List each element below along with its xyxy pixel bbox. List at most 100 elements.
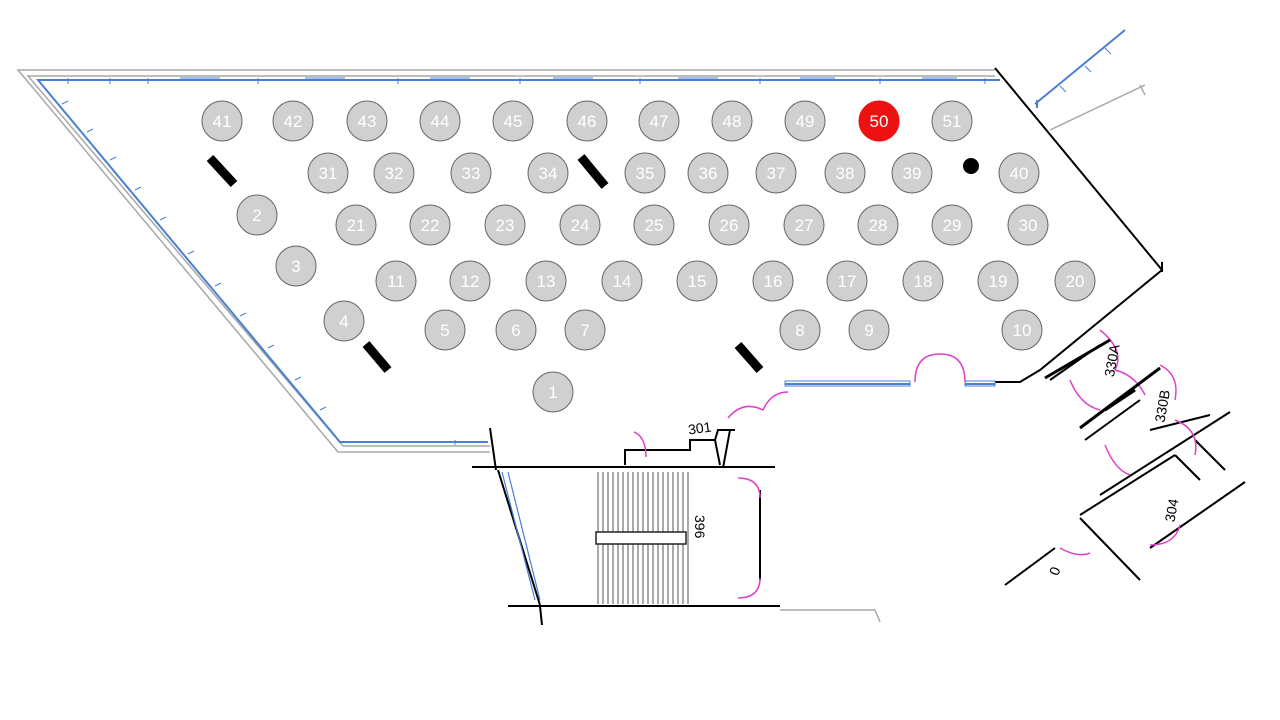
table-marker[interactable]: 35 (624, 152, 666, 194)
table-circle (1054, 260, 1096, 302)
table-marker[interactable]: 8 (779, 309, 821, 351)
table-circle (784, 100, 826, 142)
table-marker[interactable]: 20 (1054, 260, 1096, 302)
table-number: 35 (636, 164, 655, 183)
table-marker[interactable]: 25 (633, 204, 675, 246)
table-marker[interactable]: 36 (687, 152, 729, 194)
table-number: 2 (252, 206, 261, 225)
table-marker[interactable]: 22 (409, 204, 451, 246)
table-circle (624, 152, 666, 194)
table-marker[interactable]: 5 (424, 309, 466, 351)
table-marker[interactable]: 34 (527, 152, 569, 194)
table-circle (1001, 309, 1043, 351)
window-mullions (61, 47, 1112, 445)
table-circle (307, 152, 349, 194)
table-marker[interactable]: 21 (335, 204, 377, 246)
table-marker-highlighted[interactable]: 50 (858, 100, 900, 142)
table-number: 51 (943, 112, 962, 131)
table-marker[interactable]: 14 (601, 260, 643, 302)
table-number: 33 (462, 164, 481, 183)
table-marker[interactable]: 39 (891, 152, 933, 194)
table-marker[interactable]: 4 (323, 300, 365, 342)
table-circle (419, 100, 461, 142)
table-marker[interactable]: 32 (373, 152, 415, 194)
room-label-396: 396 (692, 515, 708, 539)
table-marker[interactable]: 24 (559, 204, 601, 246)
table-number: 14 (613, 272, 632, 291)
table-marker[interactable]: 10 (1001, 309, 1043, 351)
table-circle (559, 204, 601, 246)
table-circle (783, 204, 825, 246)
table-marker[interactable]: 28 (857, 204, 899, 246)
table-marker[interactable]: 9 (848, 309, 890, 351)
table-marker[interactable]: 18 (902, 260, 944, 302)
table-marker[interactable]: 15 (676, 260, 718, 302)
table-circle (858, 100, 900, 142)
table-marker[interactable]: 13 (525, 260, 567, 302)
table-marker[interactable]: 7 (564, 309, 606, 351)
table-circle (676, 260, 718, 302)
table-marker[interactable]: 17 (826, 260, 868, 302)
room-label-330a: 330A (1101, 342, 1123, 378)
table-marker[interactable]: 2 (236, 194, 278, 236)
table-circle (272, 100, 314, 142)
table-number: 38 (836, 164, 855, 183)
table-marker[interactable]: 37 (755, 152, 797, 194)
table-number: 16 (764, 272, 783, 291)
table-circle (346, 100, 388, 142)
table-marker[interactable]: 33 (450, 152, 492, 194)
table-number: 37 (767, 164, 786, 183)
table-circle (998, 152, 1040, 194)
table-number: 9 (864, 321, 873, 340)
table-marker[interactable]: 29 (931, 204, 973, 246)
table-marker[interactable]: 31 (307, 152, 349, 194)
table-marker[interactable]: 12 (449, 260, 491, 302)
lower-room-window (501, 471, 541, 601)
room-330-walls (1044, 338, 1161, 430)
table-circle (848, 309, 890, 351)
table-marker[interactable]: 41 (201, 100, 243, 142)
table-circle (633, 204, 675, 246)
table-marker[interactable]: 27 (783, 204, 825, 246)
table-number: 17 (838, 272, 857, 291)
table-number: 5 (440, 321, 449, 340)
table-marker[interactable]: 47 (638, 100, 680, 142)
outer-wall-outline (16, 69, 995, 453)
table-marker[interactable]: 19 (977, 260, 1019, 302)
table-marker[interactable]: 23 (484, 204, 526, 246)
table-marker[interactable]: 45 (492, 100, 534, 142)
table-number: 36 (699, 164, 718, 183)
table-marker[interactable]: 6 (495, 309, 537, 351)
table-circle (409, 204, 451, 246)
table-marker[interactable]: 3 (275, 245, 317, 287)
table-marker[interactable]: 49 (784, 100, 826, 142)
table-number: 49 (796, 112, 815, 131)
table-number: 10 (1013, 321, 1032, 340)
staircase (595, 472, 689, 604)
table-marker[interactable]: 40 (998, 152, 1040, 194)
table-marker[interactable]: 26 (708, 204, 750, 246)
table-marker[interactable]: 11 (375, 260, 417, 302)
table-marker[interactable]: 30 (1007, 204, 1049, 246)
table-circle (687, 152, 729, 194)
table-number: 34 (539, 164, 558, 183)
table-number: 3 (291, 257, 300, 276)
table-marker[interactable]: 38 (824, 152, 866, 194)
window-line (35, 29, 1126, 443)
table-number: 11 (387, 272, 405, 291)
interior-walls (472, 67, 1246, 626)
table-circle (525, 260, 567, 302)
table-marker[interactable]: 42 (272, 100, 314, 142)
table-marker[interactable]: 1 (532, 371, 574, 413)
table-marker[interactable]: 48 (711, 100, 753, 142)
table-circle (375, 260, 417, 302)
table-marker[interactable]: 44 (419, 100, 461, 142)
table-circle (931, 100, 973, 142)
table-marker[interactable]: 43 (346, 100, 388, 142)
table-number: 24 (571, 216, 590, 235)
table-marker[interactable]: 51 (931, 100, 973, 142)
table-number: 42 (284, 112, 303, 131)
table-marker[interactable]: 46 (566, 100, 608, 142)
table-marker[interactable]: 16 (752, 260, 794, 302)
table-number: 46 (578, 112, 597, 131)
